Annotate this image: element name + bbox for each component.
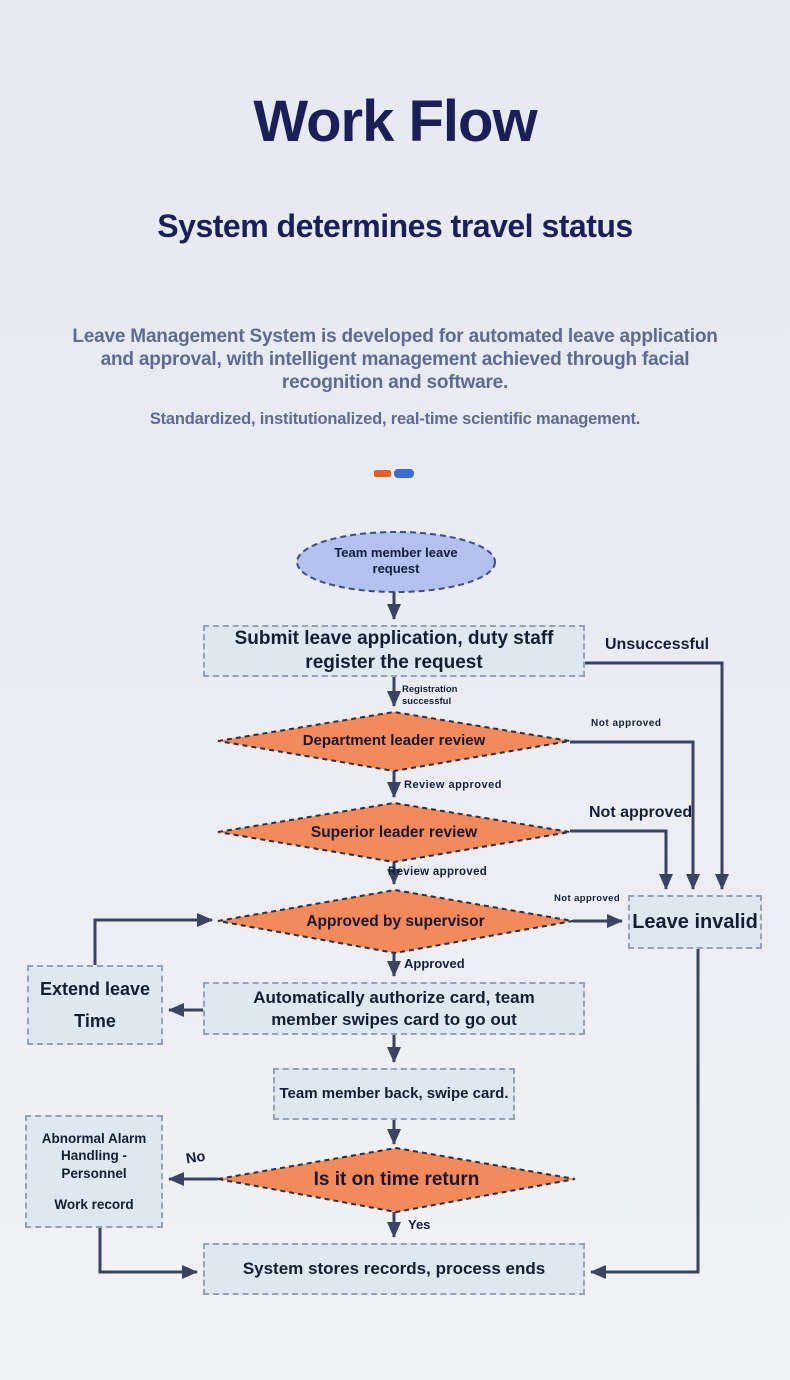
edge-label-not-approved-dept: Not approved — [591, 718, 662, 729]
edge-abnormal-to-store — [98, 1228, 198, 1279]
edge-label-review-approved-superior: Review approved — [388, 866, 488, 878]
submit-application-label: Submit leave application, duty staff reg… — [234, 628, 554, 673]
store-records-node: System stores records, process ends — [203, 1243, 585, 1295]
edge-extend-to-supervisor — [93, 913, 213, 965]
back-swipe-label: Team member back, swipe card. — [279, 1084, 509, 1102]
edge-superior-notapproved-to-invalid — [570, 829, 673, 890]
divider-dash-blue — [394, 469, 414, 478]
edge-label-unsuccessful: Unsuccessful — [605, 636, 710, 653]
tagline-text: Standardized, institutionalized, real-ti… — [149, 410, 641, 428]
authorize-card-node: Automatically authorize card, team membe… — [203, 982, 585, 1035]
edge-label-no: No — [184, 1148, 207, 1168]
edge-label-not-approved-superior: Not approved — [589, 804, 693, 821]
page-title: Work Flow — [253, 89, 537, 154]
edge-label-review-approved-dept: Review approved — [404, 779, 502, 791]
abnormal-handling-label-line2: Work record — [54, 1196, 134, 1212]
leave-invalid-node: Leave invalid — [628, 895, 762, 949]
authorize-card-label: Automatically authorize card, team membe… — [253, 988, 535, 1029]
back-swipe-node: Team member back, swipe card. — [273, 1068, 515, 1120]
abnormal-handling-label-line1: Abnormal Alarm Handling - Personnel — [41, 1130, 147, 1181]
supervisor-approval-diamond — [217, 888, 574, 955]
edge-dept-notapproved-to-invalid — [570, 740, 700, 890]
edge-label-yes: Yes — [408, 1217, 431, 1232]
extend-leave-node: Extend leave Time — [27, 965, 163, 1045]
edge-invalid-to-store — [590, 949, 700, 1279]
leave-invalid-label: Leave invalid — [632, 910, 758, 933]
extend-leave-label-line1: Extend leave — [39, 979, 151, 999]
dept-review-diamond — [217, 710, 571, 773]
store-records-label: System stores records, process ends — [242, 1259, 546, 1279]
edge-label-registration-successful: Registration successful — [402, 684, 458, 707]
page-subtitle: System determines travel status — [157, 208, 633, 244]
submit-application-node: Submit leave application, duty staff reg… — [203, 625, 585, 677]
divider-dash-orange — [374, 470, 391, 477]
edge-submit-unsuccessful-to-invalid — [585, 661, 729, 890]
extend-leave-label-line2: Time — [74, 1010, 116, 1031]
description-text: Leave Management System is developed for… — [72, 326, 718, 394]
abnormal-handling-node: Abnormal Alarm Handling - Personnel Work… — [25, 1115, 163, 1228]
superior-review-diamond — [217, 801, 571, 864]
edge-label-approved: Approved — [404, 956, 465, 971]
ontime-return-diamond — [217, 1146, 576, 1214]
edge-label-not-approved-supervisor: Not approved — [554, 893, 621, 904]
start-ellipse — [296, 531, 496, 593]
